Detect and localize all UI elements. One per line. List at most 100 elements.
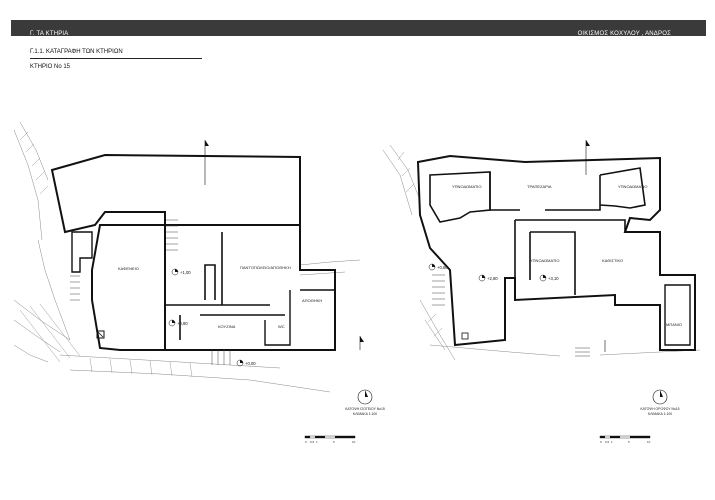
hatch-line — [401, 167, 411, 177]
north-caption: ΚΑΤΟΨΗ ΙΣΟΓΕΙΟΥ No15 — [345, 407, 385, 411]
hatch-line — [427, 313, 437, 323]
hatch-line — [31, 157, 41, 167]
level-label-kitchen: +0,80 — [177, 321, 188, 326]
room-label-kathistiko: ΚΑΘΙΣΤΙΚΟ — [602, 258, 623, 263]
column — [96, 330, 105, 339]
room-label-wc: WC — [278, 324, 285, 329]
terrain-contour — [13, 129, 43, 241]
section-marker — [205, 140, 209, 146]
hatch-line — [129, 359, 133, 375]
terrain-contour — [13, 344, 49, 363]
terrain-contour — [382, 149, 413, 216]
header-bar — [11, 20, 706, 36]
main-block-walls — [165, 224, 336, 351]
hatch-line — [89, 357, 93, 373]
svg-text:0,5: 0,5 — [605, 440, 610, 444]
room-label-mpanio: ΜΠΑΝΙΟ — [666, 322, 682, 327]
upper-terrace-outline — [50, 153, 301, 234]
hatch-line — [189, 362, 193, 378]
scale-bar: 0 0,5 1 5 10 — [304, 435, 356, 444]
terrain-contour — [13, 319, 61, 353]
north-arrow-ground — [357, 389, 373, 405]
level-label-entry: +0,00 — [245, 361, 256, 366]
bedroom-2-walls — [599, 167, 646, 209]
svg-text:1: 1 — [316, 440, 318, 444]
kafeneio-walls — [91, 224, 166, 351]
bedroom-3-walls — [514, 219, 626, 295]
scale-caption: ΚΛΙΜΑΚΑ 1:100 — [648, 412, 672, 416]
hatch-line — [109, 358, 113, 374]
hatch-line — [25, 143, 35, 153]
hatch-line — [19, 131, 29, 141]
terrain-contour — [429, 344, 561, 357]
svg-text:0: 0 — [305, 440, 307, 444]
hatch-line — [39, 303, 81, 357]
svg-text:10: 10 — [647, 440, 651, 444]
chapter-title: Γ. ΤΑ ΚΤΗΡΙΑ — [30, 31, 69, 37]
upper-stairs — [432, 274, 590, 357]
level-marker: +1,00 — [171, 268, 191, 276]
room-label-ypnodomatio-3: ΥΠΝΟΔΩΜΑΤΙΟ — [530, 258, 560, 263]
room-label-apothiki: ΑΠΟΘΗΚΗ — [302, 298, 322, 303]
bedroom-1-walls — [429, 171, 491, 223]
svg-text:0: 0 — [600, 440, 602, 444]
dining-walls — [489, 172, 601, 211]
svg-text:0,5: 0,5 — [310, 440, 315, 444]
title-underline — [30, 58, 202, 59]
hatch-line — [149, 360, 153, 376]
svg-text:5: 5 — [628, 440, 630, 444]
bathroom-walls — [664, 284, 691, 346]
interior-walls — [165, 232, 285, 340]
column — [461, 332, 469, 340]
hatch-line — [35, 171, 45, 181]
room-label-kouzina: ΚΟΥΖΙΝΑ — [218, 324, 236, 329]
hatch-line — [19, 309, 61, 363]
room-label-kafeneio: ΚΑΦΕΝΕΙΟ — [118, 266, 139, 271]
room-label-ypnodomatio-1: ΥΠΝΟΔΩΜΑΤΙΟ — [452, 184, 482, 189]
hatch-line — [169, 361, 173, 377]
room-label-trapezaria: ΤΡΑΠΕΖΑΡΙΑ — [527, 184, 552, 189]
level-label-hall: +2,80 — [487, 276, 498, 281]
scale-bar: 0 0,5 1 5 10 — [599, 435, 651, 444]
level-marker: +2,80 — [478, 274, 498, 282]
ground-floor-plan: ΚΑΦΕΝΕΙΟ ΠΑΝΤΟΠΩΛΕΙΟ/ΑΠΟΘΗΚΗ ΚΟΥΖΙΝΑ ΑΠΟ… — [50, 140, 385, 444]
north-caption: ΚΑΤΟΨΗ ΟΡΟΦΟΥ No15 — [640, 407, 679, 411]
svg-text:1: 1 — [611, 440, 613, 444]
settlement-title: ΟΙΚΙΣΜΟΣ ΚΟΧΥΛΟΥ , ΑΝΔΡΟΣ — [577, 31, 671, 37]
scale-caption: ΚΛΙΜΑΚΑ 1:100 — [353, 412, 377, 416]
hatch-line — [433, 327, 443, 337]
north-arrow-upper — [652, 389, 668, 405]
stair-wall — [71, 231, 93, 273]
level-marker: +0,80 — [168, 319, 188, 327]
level-marker: +3,10 — [539, 274, 559, 282]
section-marker — [360, 336, 364, 342]
section-title: Γ.1.1. ΚΑΤΑΓΡΑΦΗ ΤΩΝ ΚΤΗΡΙΩΝ — [30, 49, 123, 55]
upper-outline — [416, 154, 696, 351]
terrain-contour — [19, 121, 49, 181]
hatch-line — [397, 151, 405, 161]
level-label-inner: +1,00 — [180, 270, 191, 275]
terrain-contour — [69, 369, 331, 393]
upper-floor-plan: ΥΠΝΟΔΩΜΑΤΙΟ ΤΡΑΠΕΖΑΡΙΑ ΥΠΝΟΔΩΜΑΤΙΟ ΥΠΝΟΔ… — [416, 140, 696, 444]
terrain-contour — [299, 271, 346, 276]
level-label-landing: +0,60 — [437, 265, 448, 270]
svg-text:10: 10 — [352, 440, 356, 444]
room-label-pantopoleio: ΠΑΝΤΟΠΩΛΕΙΟ/ΑΠΟΘΗΚΗ — [240, 265, 291, 270]
building-label: ΚΤΗΡΙΟ No 15 — [30, 64, 71, 70]
terrain-contour — [419, 299, 456, 361]
level-marker: +0,60 — [428, 263, 448, 271]
svg-text:5: 5 — [333, 440, 335, 444]
room-label-ypnodomatio-2: ΥΠΝΟΔΩΜΑΤΙΟ — [618, 184, 648, 189]
terrain-contour — [37, 239, 71, 341]
level-label-bedroom: +3,10 — [548, 276, 559, 281]
ground-stairs — [70, 219, 231, 365]
terrain-contour — [299, 259, 361, 266]
hatch-line — [405, 183, 415, 193]
hatch-line — [39, 185, 49, 195]
hatch-line — [29, 305, 71, 359]
terrain-contour — [13, 299, 71, 341]
wc-walls — [264, 289, 335, 346]
level-marker: +0,00 — [236, 359, 256, 367]
section-marker — [586, 140, 590, 146]
